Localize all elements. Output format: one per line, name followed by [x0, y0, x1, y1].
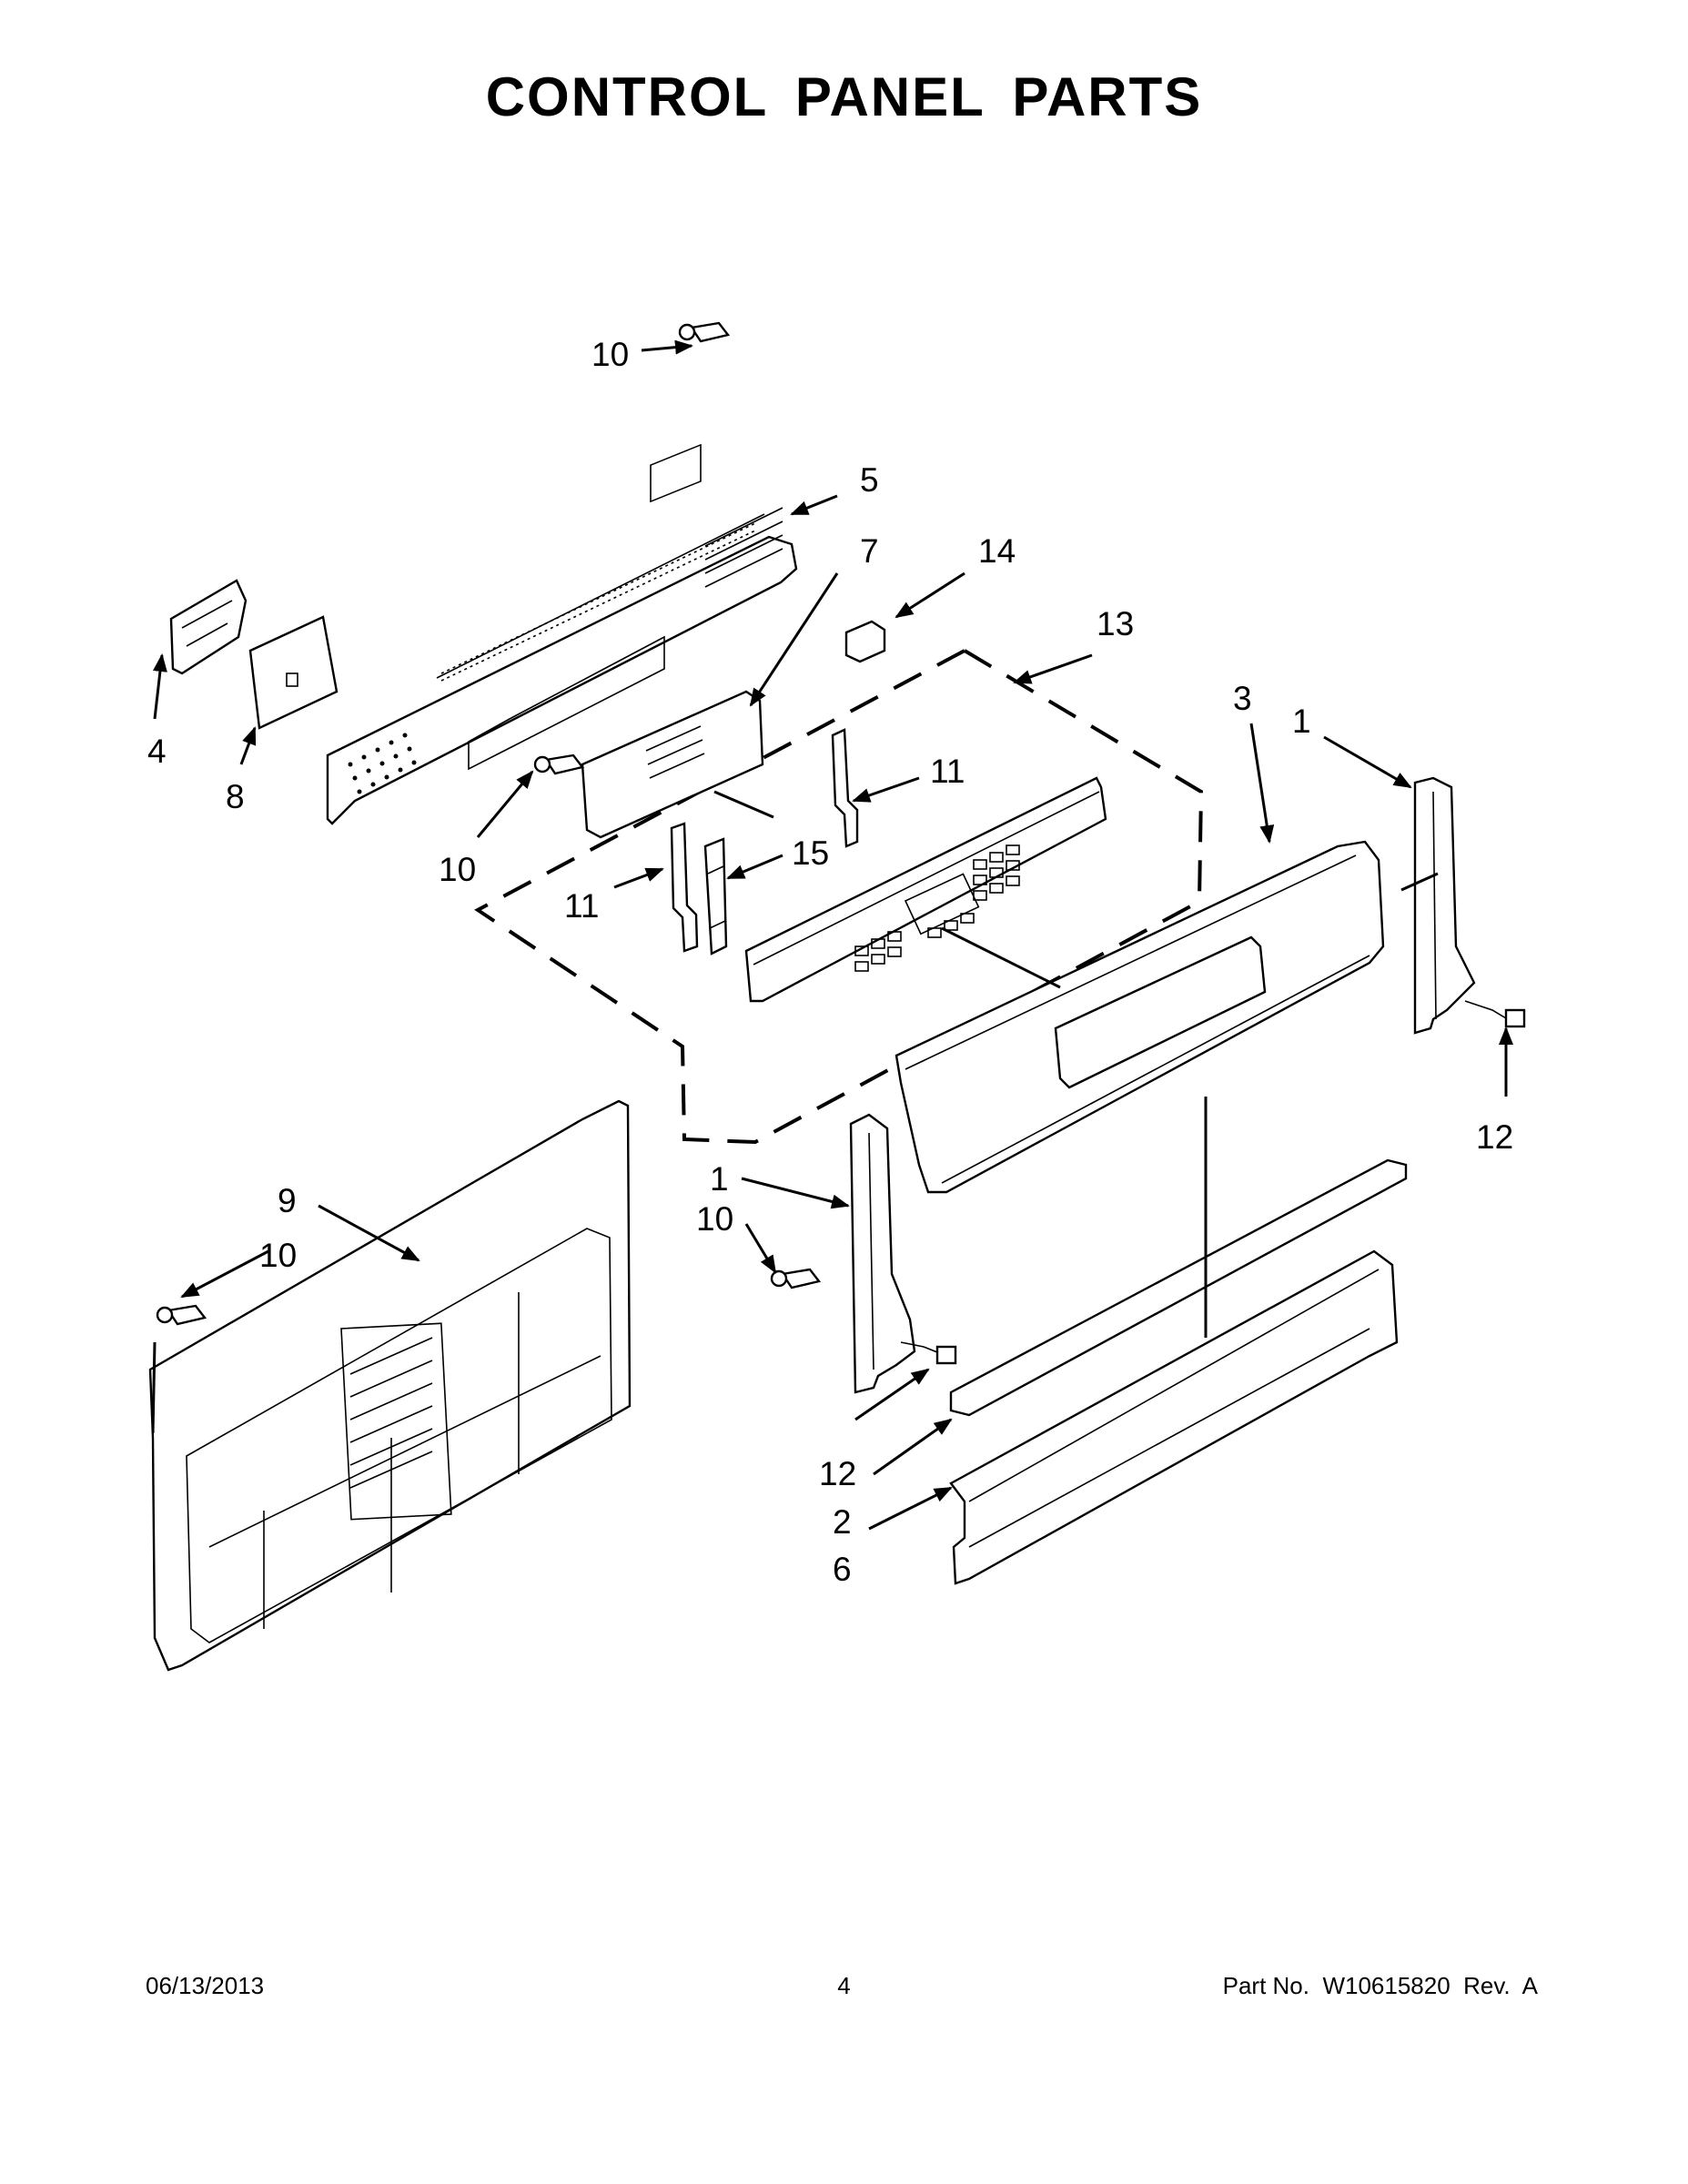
callout-15: 15: [792, 834, 829, 872]
callout-11-right: 11: [930, 753, 965, 790]
callout-10-left: 10: [259, 1237, 297, 1274]
harness-connector-right: [1464, 1000, 1526, 1028]
callout-10-center: 10: [696, 1200, 733, 1238]
leader-lines: [151, 339, 1513, 1531]
footer-page-number: 4: [837, 1972, 851, 1999]
callout-8: 8: [226, 778, 245, 815]
screw-10-mid: [533, 753, 585, 775]
callout-3: 3: [1233, 680, 1252, 717]
touch-panel-board: [744, 776, 1107, 1003]
hole-grid: [348, 733, 417, 794]
part-1-endcap-right: [1413, 776, 1476, 1035]
callout-labels: 10 5 7 14 13 4 8 10 11 11 15 3 1 12 1 10…: [147, 336, 1513, 1588]
footer-part-number: Part No. W10615820 Rev. A: [1222, 1972, 1538, 1999]
part-3-front-panel: [895, 840, 1385, 1194]
part-5-panel-shield: [326, 507, 798, 825]
part-11-bracket-right: [831, 728, 859, 848]
callout-6: 6: [833, 1551, 852, 1588]
part-6-bottom-bracket: [949, 1249, 1399, 1585]
part-4-bracket: [169, 579, 248, 675]
callout-13: 13: [1097, 605, 1134, 642]
part-2-trim: [949, 1158, 1408, 1417]
harness-connector-center: [900, 1341, 957, 1365]
part-9-rear-panel: [148, 1099, 632, 1672]
callout-2: 2: [833, 1503, 852, 1541]
callout-7: 7: [860, 532, 879, 570]
callout-1-right: 1: [1292, 703, 1311, 740]
callout-14: 14: [978, 532, 1016, 570]
part-15-bracket: [703, 837, 728, 956]
callout-11-left: 11: [564, 887, 599, 925]
part-7-control-board: [581, 443, 764, 839]
part-1-endcap-center: [849, 1113, 916, 1394]
rear-panel-slots: [349, 1337, 433, 1489]
screw-10-center: [770, 1268, 822, 1289]
vent-slots: [704, 507, 783, 588]
footer-date: 06/13/2013: [146, 1972, 265, 1999]
callout-12-center: 12: [819, 1455, 856, 1492]
page-title: CONTROL PANEL PARTS: [485, 66, 1203, 127]
callout-4: 4: [147, 733, 167, 770]
part-11-bracket-left: [670, 822, 699, 953]
assembly-dashed-outline: [474, 649, 1204, 1145]
callout-12-right: 12: [1476, 1118, 1513, 1156]
callout-5: 5: [860, 461, 879, 499]
callout-10-mid: 10: [439, 851, 476, 888]
screw-10-left: [156, 1304, 207, 1326]
callout-1-center: 1: [710, 1160, 729, 1198]
screw-10-top: [678, 321, 731, 343]
part-8-board: [248, 615, 339, 730]
callout-9: 9: [278, 1182, 297, 1219]
callout-10-top: 10: [591, 336, 629, 373]
keypad-buttons: [854, 844, 1020, 972]
part-14-connector: [844, 620, 886, 663]
